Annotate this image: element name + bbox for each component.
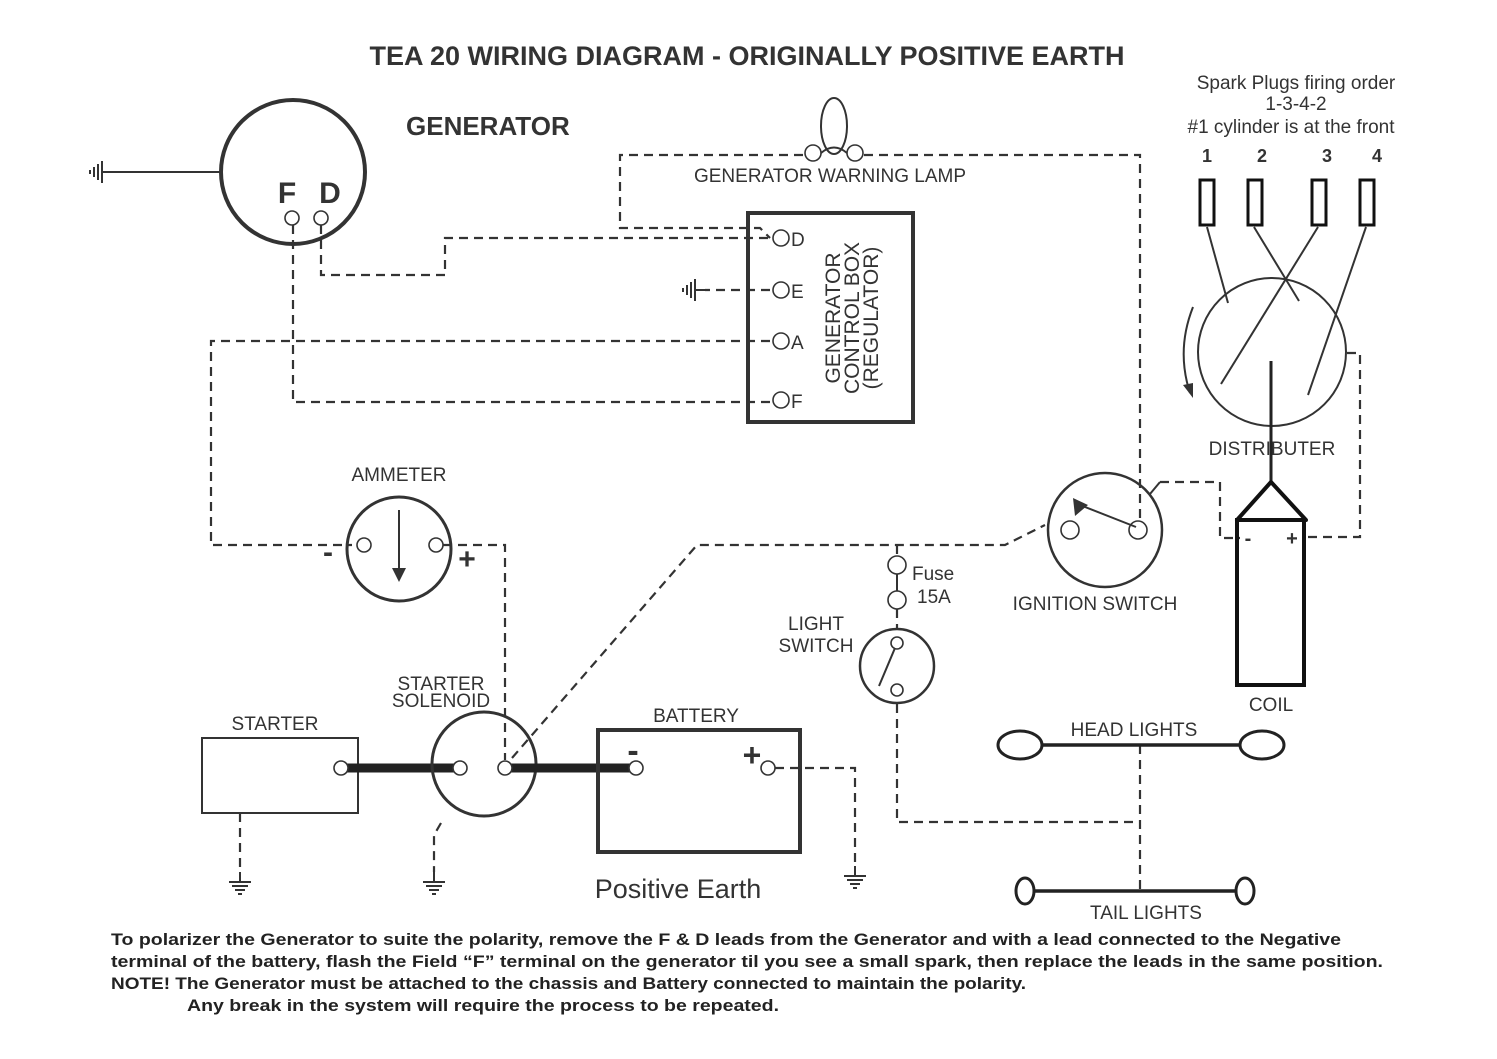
distributor-label: DISTRIBUTER — [1209, 439, 1336, 460]
coil-plus: + — [1286, 528, 1298, 550]
polarizing-instructions: To polarizer the Generator to suite the … — [111, 931, 1383, 1015]
head-lights: HEAD LIGHTS — [996, 720, 1286, 761]
battery: BATTERY - + Positive Earth — [595, 706, 867, 904]
battery-label: BATTERY — [653, 706, 739, 727]
starter-label: STARTER — [232, 714, 319, 735]
firing-order-text: Spark Plugs firing order — [1197, 73, 1396, 94]
light-switch-label: LIGHT — [788, 614, 844, 635]
generator-control-box: D E A F GENERATOR CONTROL BOX (REGULATOR… — [746, 211, 915, 424]
generator-label: GENERATOR — [406, 111, 570, 141]
terminal-e-label: E — [791, 282, 804, 303]
instruction-line: To polarizer the Generator to suite the … — [111, 931, 1341, 949]
plug-number: 2 — [1257, 146, 1267, 166]
ignition-switch[interactable]: IGNITION SWITCH — [1013, 471, 1240, 615]
fuse: Fuse 15A — [887, 545, 954, 630]
starter: STARTER — [201, 714, 359, 895]
solenoid-label: STARTER — [398, 674, 485, 695]
ammeter-minus: - — [323, 536, 333, 569]
control-box-label: (REGULATOR) — [860, 247, 883, 390]
wire-d — [319, 225, 770, 277]
firing-order-text: 1-3-4-2 — [1265, 94, 1326, 115]
coil-minus: - — [1245, 528, 1252, 550]
coil: - + COIL — [1235, 480, 1308, 716]
earth-icon — [422, 871, 446, 895]
distributor: DISTRIBUTER — [1182, 226, 1367, 539]
plug-number: 3 — [1322, 146, 1332, 166]
terminal-f-label: F — [791, 392, 803, 413]
warning-lamp-label: GENERATOR WARNING LAMP — [694, 166, 966, 187]
head-lights-label: HEAD LIGHTS — [1071, 720, 1198, 741]
starter-solenoid: STARTER SOLENOID — [392, 674, 538, 895]
earth-icon — [228, 871, 252, 895]
battery-plus: + — [743, 737, 762, 773]
battery-minus: - — [627, 732, 638, 770]
tail-lights: TAIL LIGHTS — [1014, 876, 1256, 924]
wire-ammeter-solenoid — [443, 543, 507, 760]
ammeter-label: AMMETER — [352, 465, 447, 486]
ignition-switch-label: IGNITION SWITCH — [1013, 594, 1178, 615]
coil-label: COIL — [1249, 695, 1293, 716]
plug-number: 1 — [1202, 146, 1212, 166]
spark-plugs: Spark Plugs firing order 1-3-4-2 #1 cyli… — [1188, 73, 1396, 227]
light-switch-label: SWITCH — [779, 636, 854, 657]
generator-terminal-d-label: D — [319, 177, 341, 210]
fuse-rating: 15A — [917, 587, 951, 608]
terminal-a-label: A — [791, 333, 804, 354]
wire-solenoid-ignition — [511, 524, 1046, 759]
firing-order-text: #1 cylinder is at the front — [1188, 117, 1396, 138]
generator-terminal-d — [313, 210, 329, 226]
generator-terminal-f-label: F — [278, 177, 296, 210]
light-switch[interactable]: LIGHT SWITCH — [779, 614, 936, 705]
terminal-d-label: D — [791, 230, 805, 251]
diagram-title: TEA 20 WIRING DIAGRAM - ORIGINALLY POSIT… — [369, 41, 1124, 71]
instruction-line: NOTE! The Generator must be attached to … — [111, 975, 1026, 993]
tail-lights-label: TAIL LIGHTS — [1090, 903, 1202, 924]
wire-f — [291, 225, 770, 404]
generator-warning-lamp: GENERATOR WARNING LAMP — [618, 97, 1142, 522]
earth-icon — [843, 865, 867, 889]
instruction-line: terminal of the battery, flash the Field… — [111, 953, 1383, 971]
instruction-line: Any break in the system will require the… — [187, 997, 779, 1015]
ammeter-plus: + — [458, 543, 476, 576]
fuse-label: Fuse — [912, 564, 954, 585]
ammeter: AMMETER - + — [323, 465, 476, 603]
generator-terminal-f — [284, 210, 300, 226]
wire-a — [209, 339, 770, 547]
earth-icon — [682, 278, 706, 302]
solenoid-label: SOLENOID — [392, 691, 490, 712]
rotation-arrow-icon — [1182, 306, 1194, 394]
positive-earth-label: Positive Earth — [595, 874, 762, 904]
generator: GENERATOR F D — [89, 98, 570, 246]
control-box-label: GENERATOR — [822, 252, 845, 383]
plug-number: 4 — [1372, 146, 1382, 166]
earth-icon — [89, 160, 113, 184]
control-box-label: CONTROL BOX — [841, 242, 864, 394]
